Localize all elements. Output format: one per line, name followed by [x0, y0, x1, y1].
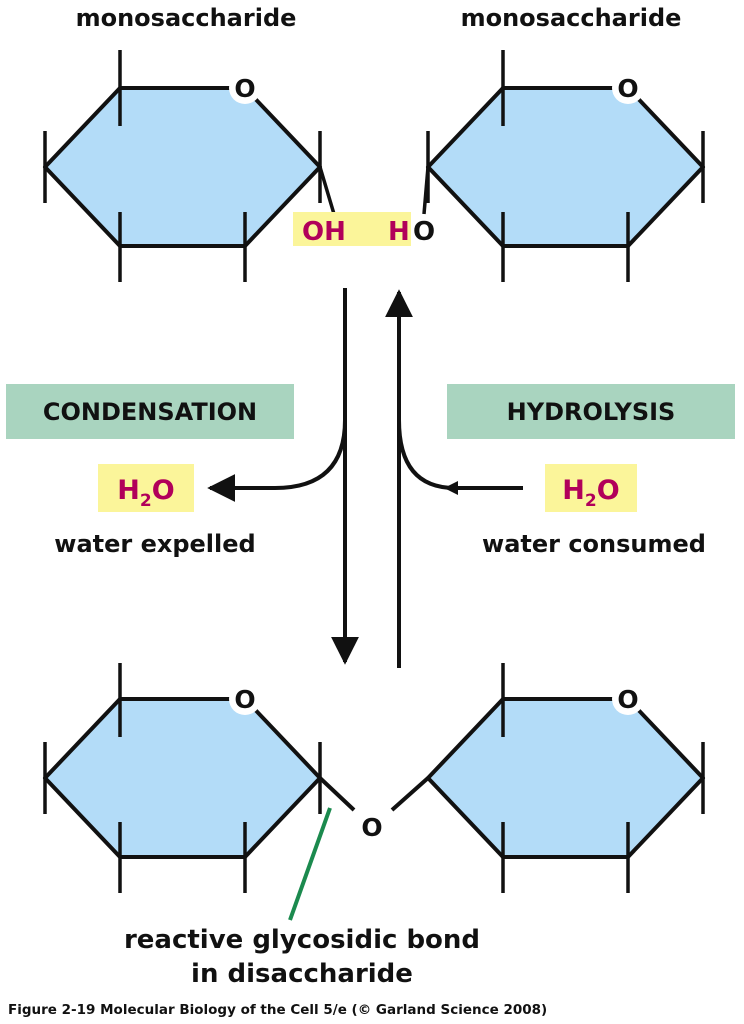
hydroxyl-group: OH: [302, 217, 346, 247]
water-out-branch: [207, 419, 347, 502]
condensation-label-box: [6, 384, 294, 439]
bond-line-left: [318, 776, 356, 812]
disaccharide-ring-left: O: [43, 663, 322, 893]
monosaccharide-label-left: monosaccharide: [76, 4, 297, 32]
hydroxyl-oxygen: O: [413, 217, 435, 247]
monosaccharide-ring-top-left: O: [43, 50, 322, 282]
bridge-oxygen: O: [361, 813, 382, 842]
ring-oxygen: O: [234, 74, 255, 103]
bond-pointer: [288, 807, 332, 921]
monosaccharide-label-right: monosaccharide: [461, 4, 682, 32]
water-consumed-formula: H2O: [562, 475, 619, 511]
hydrolysis-label: HYDROLYSIS: [507, 398, 676, 426]
hydrolysis-label-box: [447, 384, 735, 439]
glycosidic-bond: O: [288, 776, 430, 921]
ring-oxygen-bg: [229, 683, 261, 715]
water-highlight-box: [98, 464, 194, 512]
water-expelled-caption: water expelled: [54, 530, 255, 558]
ring-body: [426, 86, 705, 248]
bond-stub: [422, 166, 430, 215]
water-expelled-formula: H2O: [117, 475, 174, 511]
ring-oxygen: O: [234, 685, 255, 714]
water-highlight-box: [545, 464, 637, 512]
bond-line-right: [390, 776, 430, 812]
reacting-groups: OH H O: [293, 166, 435, 247]
water-consumed-caption: water consumed: [482, 530, 706, 558]
ring-oxygen-bg: [229, 72, 261, 104]
water-in-arrowhead: [444, 481, 458, 495]
ring-oxygen-bg: [612, 72, 644, 104]
ring-body: [43, 86, 322, 248]
ring-oxygen-bg: [612, 683, 644, 715]
ring-oxygen: O: [617, 685, 638, 714]
bond-caption-line1: reactive glycosidic bond: [124, 925, 480, 955]
monosaccharide-ring-top-right: O: [426, 50, 705, 282]
ring-oxygen: O: [617, 74, 638, 103]
condensation-label: CONDENSATION: [43, 398, 257, 426]
highlight-box: [293, 212, 411, 246]
ring-body: [426, 697, 705, 859]
figure-credit: Figure 2-19 Molecular Biology of the Cel…: [8, 1002, 547, 1018]
hydrogen-atom: H: [388, 217, 410, 247]
ring-body: [43, 697, 322, 859]
hydrolysis-panel: HYDROLYSIS H2O water consumed: [447, 384, 735, 558]
disaccharide-ring-right: O: [426, 663, 705, 893]
condensation-panel: CONDENSATION H2O water expelled: [6, 384, 294, 558]
bond-caption-line2: in disaccharide: [191, 959, 413, 989]
reaction-arrows: [207, 288, 523, 668]
bond-stub: [318, 166, 336, 215]
